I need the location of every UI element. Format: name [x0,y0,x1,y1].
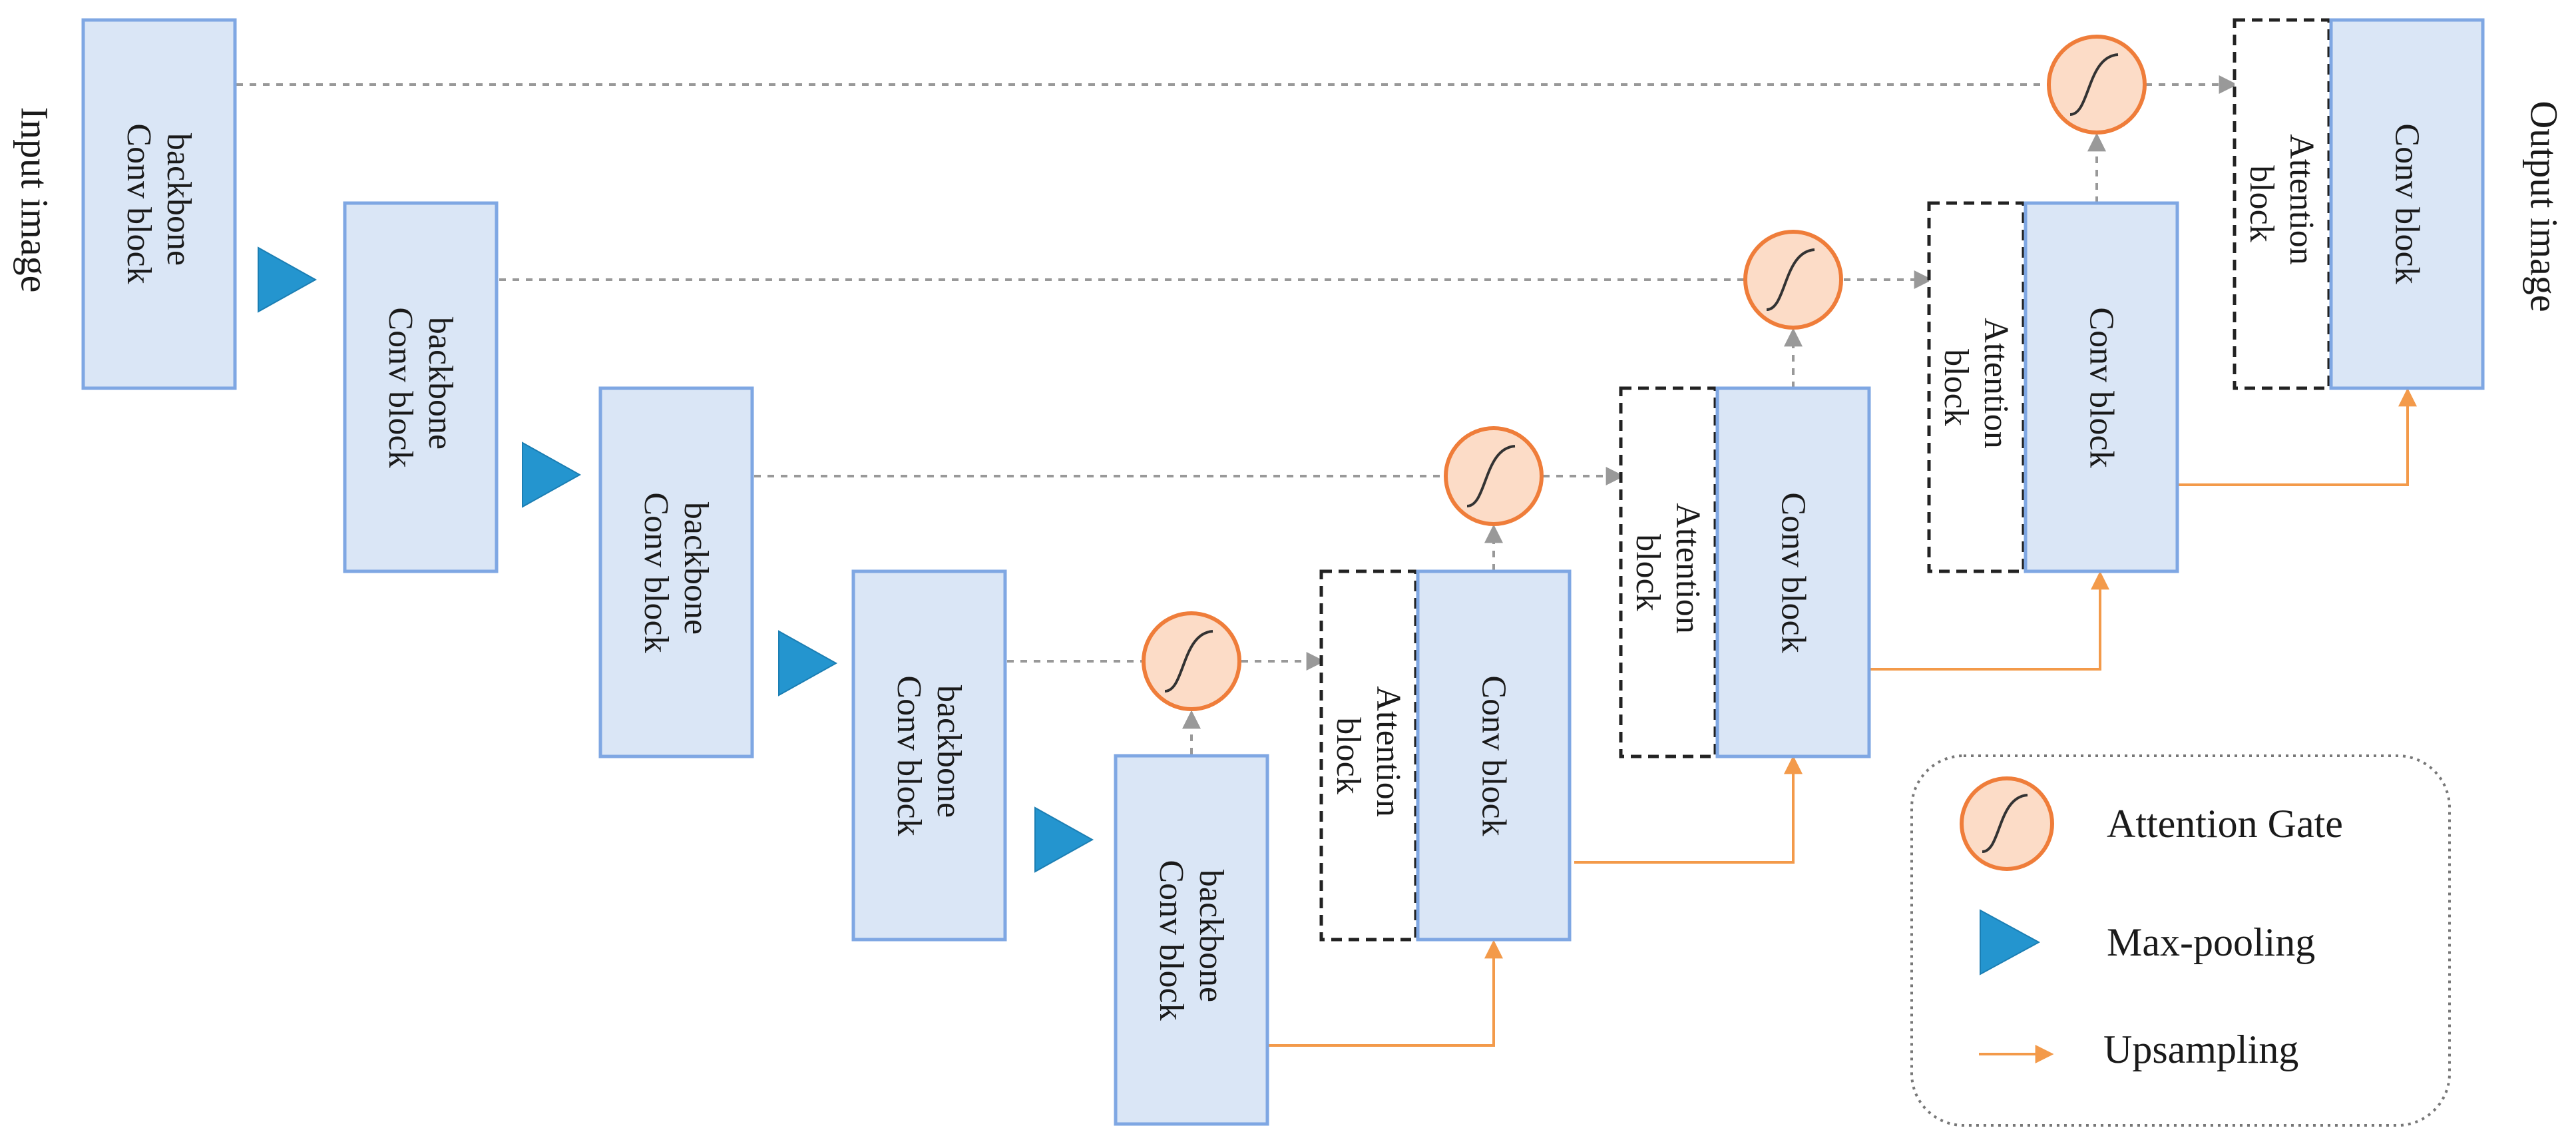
upsampling-path-1 [1269,940,1503,1047]
input-image-label: Input image [13,107,57,293]
svg-text:backbone Conv block: backbone Conv block [638,492,716,653]
max-pooling-icon [522,441,582,508]
attention-block-4-line1: Attention [2283,134,2321,264]
encoder-block-4-line2: Conv block [891,675,929,836]
legend: Attention Gate Max-pooling Upsampling [1910,754,2451,1127]
encoder-block-4-line1: backbone [931,685,968,818]
max-pooling-icon [1034,806,1094,873]
encoder-block: backbone Conv block [1114,754,1269,1126]
attention-gate-icon [1743,230,1843,330]
output-image-label: Output image [2523,101,2566,312]
encoder-block: backbone Conv block [81,18,237,390]
encoder-block: backbone Conv block [343,201,499,573]
upsampling-path-4 [2175,388,2417,486]
max-pooling-ops [258,246,1094,873]
max-pooling-icon [778,630,838,697]
attention-block-2-line2: block [1629,534,1667,611]
encoder-block-3-line1: backbone [678,502,716,635]
attention-gate-icon [2047,35,2147,135]
decoder-conv-block-4-label: Conv block [2388,123,2426,284]
svg-text:Attention block: Attention block [1330,686,1408,825]
encoder-block-5-line1: backbone [1193,870,1231,1002]
upsampling-paths [1269,388,2417,1047]
svg-text:backbone Conv block: backbone Conv block [1153,860,1231,1020]
attention-gate-legend-icon [1960,776,2054,871]
encoder-block-2-line2: Conv block [382,307,420,467]
svg-text:backbone Conv block: backbone Conv block [120,123,198,284]
encoder-block-3-line2: Conv block [638,492,676,653]
decoder-conv-block-3-label: Conv block [2083,307,2121,467]
encoder-block-1-line1: backbone [160,133,198,266]
upsampling-path-2 [1574,755,1803,864]
max-pooling-legend-icon [1980,909,2041,976]
skip-connections [236,75,2238,754]
encoder-block-1-line2: Conv block [120,123,158,284]
legend-attention-gate-label: Attention Gate [2107,802,2343,846]
svg-text:Attention block: Attention block [2243,134,2321,273]
attention-gate-icon [1142,611,1241,711]
encoder-block-5-line2: Conv block [1153,860,1191,1020]
attention-block-2-line1: Attention [1669,503,1707,633]
attention-gates [1142,35,2147,711]
svg-text:backbone Conv block: backbone Conv block [891,675,968,836]
decoder-conv-block-2-label: Conv block [1775,492,1813,653]
attention-gate-icon [1444,426,1544,526]
decoder-stage: Attention block Conv block [1927,201,2179,573]
decoder-stage: Attention block Conv block [2233,18,2485,390]
attention-block-1-line2: block [1330,717,1368,794]
max-pooling-icon [258,246,318,313]
attention-block-3-line1: Attention [1978,318,2016,448]
legend-upsampling-label: Upsampling [2103,1027,2298,1071]
attention-block-1-line1: Attention [1370,686,1408,816]
legend-max-pooling-label: Max-pooling [2107,920,2315,964]
attention-block-3-line2: block [1938,349,1976,426]
encoder-block: backbone Conv block [851,569,1007,942]
encoder-block: backbone Conv block [598,386,754,758]
svg-text:backbone Conv block: backbone Conv block [382,307,460,467]
decoder-stage: Attention block Conv block [1619,386,1871,758]
encoder: backbone Conv block backbone Conv block … [81,18,1269,1126]
upsampling-path-3 [1870,571,2109,671]
svg-text:Attention block: Attention block [1938,318,2016,457]
decoder-conv-block-1-label: Conv block [1475,675,1513,836]
decoder-stage: Attention block Conv block [1319,569,1572,942]
encoder-block-2-line1: backbone [422,317,460,449]
svg-text:Attention block: Attention block [1629,503,1707,642]
decoder: Attention block Conv block Attention blo… [1319,18,2485,942]
attention-block-4-line2: block [2243,165,2281,242]
